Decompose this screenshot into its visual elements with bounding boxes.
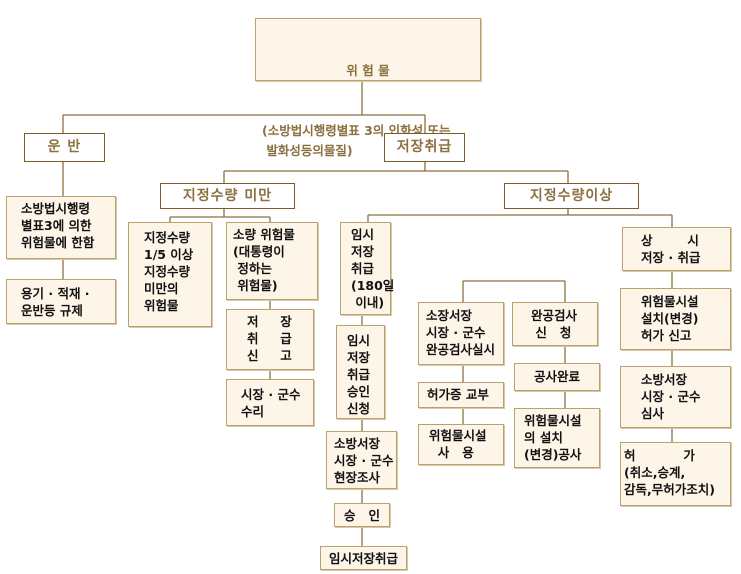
completion-inspection: 소장서장 시장 · 군수 완공검사실시: [418, 302, 504, 365]
temporary-storage-handling: 임시저장취급: [320, 546, 407, 570]
temporary-approval-request: 임시 저장 취급 승인 신청: [336, 325, 385, 419]
mayor-acceptance: 시장 · 군수 수리: [226, 379, 314, 426]
above-quantity-header: 지정수량이상: [504, 183, 639, 209]
below-fifth-quantity: 지정수량 1/5 이상 지정수량 미만의 위험물: [128, 222, 212, 327]
temporary-storage: 임시 저장 취급 (180일 이내): [340, 222, 394, 315]
root-dangerous-goods: 위 험 물 (소방법시행령별표 3의 인화성 또는 발화성등의물질): [255, 18, 481, 158]
facility-construction: 위험물시설 의 설치 (변경)공사: [514, 408, 600, 468]
facility-permit-report: 위험물시설 설치(변경) 허가 신고: [620, 288, 731, 350]
approval: 승 인: [334, 503, 390, 527]
below-quantity-header: 지정수량 미만: [160, 183, 295, 209]
completion-inspection-request: 완공검사 신 청: [512, 302, 598, 346]
permit-issuance: 허가증 교부: [418, 382, 504, 408]
site-inspection: 소방서장 시장 · 군수 현장조사: [326, 431, 397, 489]
root-title: 위 험 물: [346, 63, 390, 78]
permit-actions: 허 가 (취소,승계, 감독,무허가조치): [620, 442, 731, 506]
transport-header: 운 반: [24, 133, 105, 162]
storage-header: 저장취급: [384, 133, 465, 162]
regular-storage: 상 시 저장 · 취급: [622, 227, 731, 271]
transport-regulation: 용기 · 적재 · 운반등 규제: [6, 279, 116, 324]
storage-report: 저 장 취 급 신 고: [226, 309, 314, 370]
construction-complete: 공사완료: [514, 363, 600, 391]
small-quantity-goods: 소량 위험물 (대통령이 정하는 위험물): [226, 222, 318, 300]
facility-use: 위험물시설 사 용: [418, 424, 504, 465]
fire-chief-review: 소방서장 시장 · 군수 심사: [620, 366, 731, 428]
transport-scope: 소방법시행령 별표3에 의한 위험물에 한함: [6, 196, 116, 259]
